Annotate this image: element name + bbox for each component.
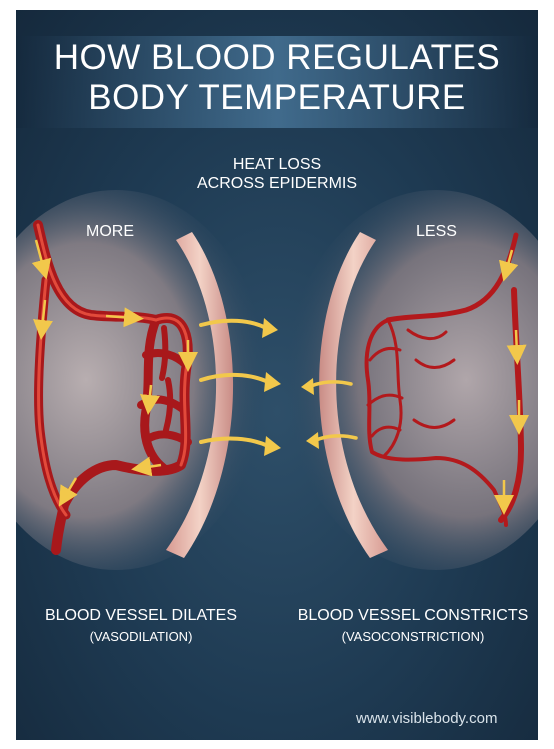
infographic-card: HOW BLOOD REGULATES BODY TEMPERATURE [16,10,538,740]
vasoconstriction-caption: BLOOD VESSEL CONSTRICTS [288,607,538,625]
vasodilation-subcaption: (VASODILATION) [16,629,266,644]
heat-loss-heading-line-2: ACROSS EPIDERMIS [16,175,538,193]
less-label: LESS [416,223,457,241]
more-label: MORE [86,223,134,241]
vasoconstriction-subcaption: (VASOCONSTRICTION) [288,629,538,644]
vasodilation-caption: BLOOD VESSEL DILATES [16,607,266,625]
heat-loss-heading-line-1: HEAT LOSS [16,156,538,174]
website-watermark: www.visiblebody.com [356,710,497,727]
